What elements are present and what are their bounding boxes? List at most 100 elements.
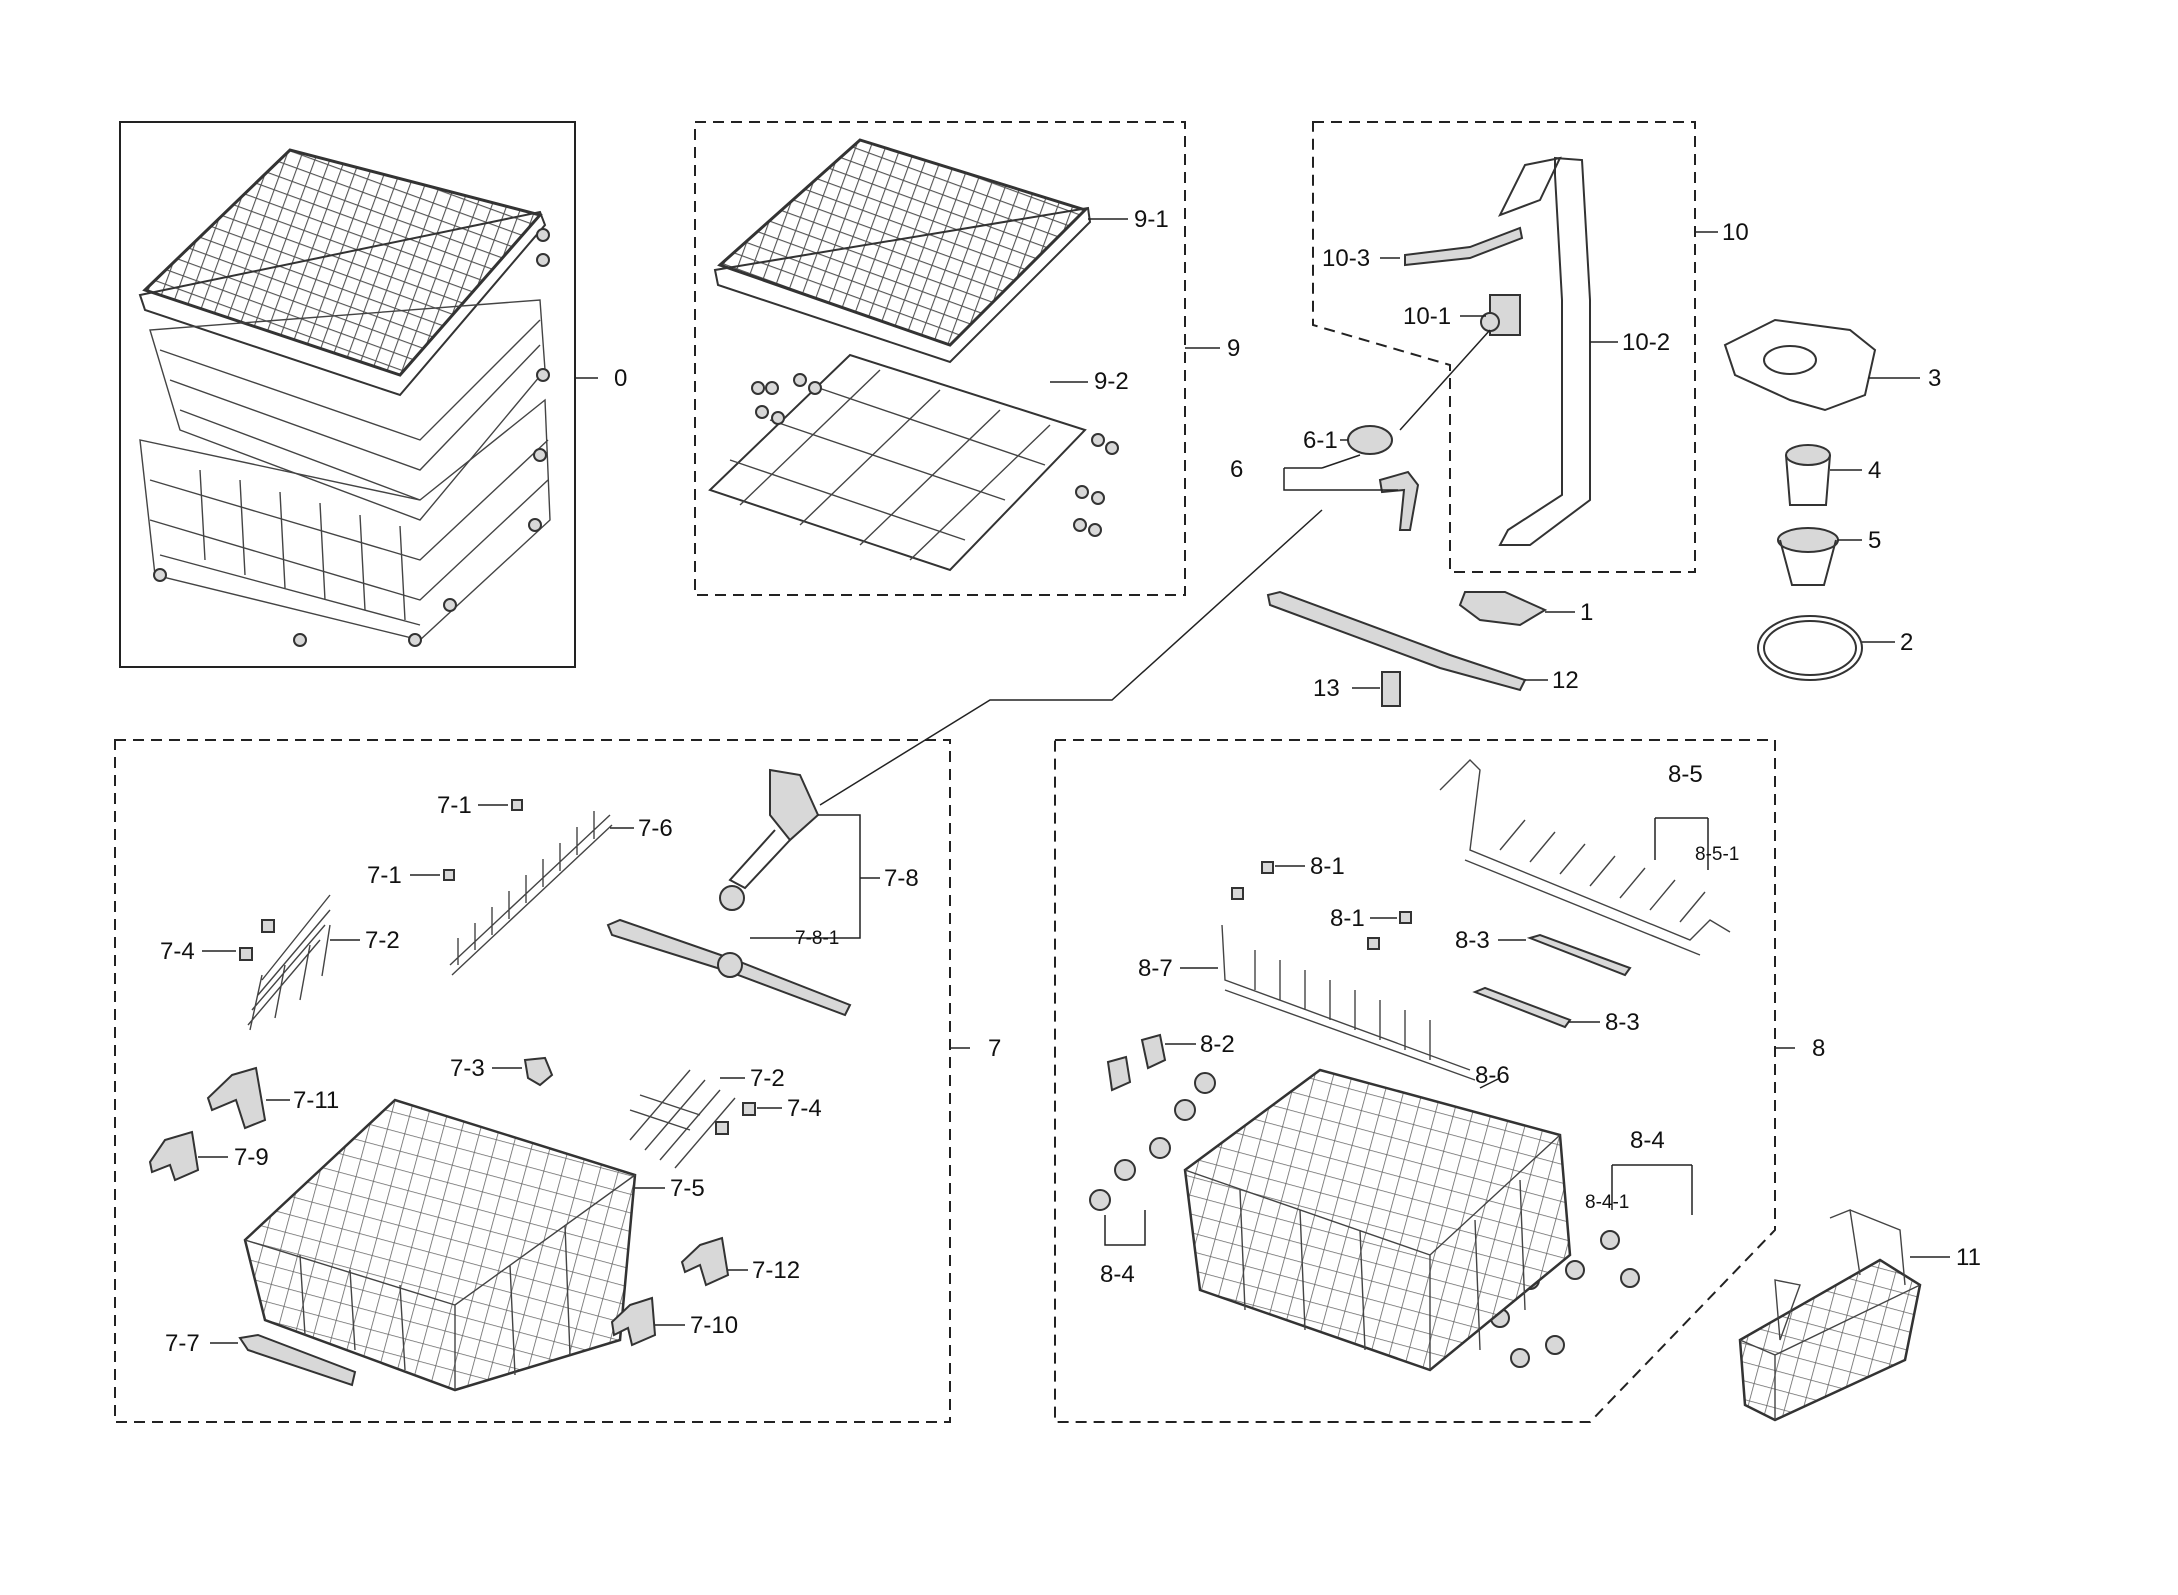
tray-9-1-wire [717,138,1088,347]
part-4-body [1785,454,1831,506]
callout-6: 6 [1230,456,1243,483]
callout-5: 5 [1868,527,1881,554]
group-8-lower-rack: 8-5 8-5-1 8-1 8-1 8-3 8-3 8-7 8-2 [1054,739,1825,1423]
callout-8-2: 8-2 [1200,1031,1235,1058]
callout-8-5-1: 8-5-1 [1695,844,1739,865]
leader-8-5 [1654,817,1709,870]
leader-10-1-to-6-1 [1399,329,1491,431]
callout-11: 11 [1956,1244,1981,1271]
part-5-body [1779,539,1837,586]
callout-7-4-b: 7-4 [787,1095,822,1122]
callout-8-3-a: 8-3 [1455,927,1490,954]
part-7-7-handle [238,1333,357,1387]
part-7-8-hub [719,885,745,911]
lower-rack-wires [149,439,549,626]
part-7-5-basket [243,1098,637,1392]
part-7-8-bracket [769,768,820,842]
part-3-hole [1763,345,1817,375]
group-8-frame [1054,739,1776,1423]
callout-10-3: 10-3 [1322,245,1370,272]
part-6-bracket [1378,470,1420,531]
group-filter-parts: 3 4 5 2 [1723,318,1941,681]
part-7-11 [206,1066,267,1130]
cutlery-basket-edges [1739,1284,1921,1420]
callout-4: 4 [1868,457,1881,484]
group-0-frame [119,121,576,668]
callout-7-8: 7-8 [884,865,919,892]
callout-8-4-b: 8-4 [1630,1127,1665,1154]
part-7-6-tines [449,811,613,976]
part-7-10 [610,1296,657,1347]
callout-8-6: 8-6 [1475,1062,1510,1089]
callout-12: 12 [1552,667,1579,694]
upper-rack-body [149,299,546,521]
leader-7-8 [860,877,880,879]
part-8-1-small-b [1367,937,1380,950]
callout-7-10: 7-10 [690,1312,738,1339]
callout-2: 2 [1900,629,1913,656]
group-9-top-tray: 9-1 9-2 9 [694,121,1240,596]
part-8-5-tines [1439,759,1731,956]
part-2-ring [1757,615,1863,681]
part-11-cutlery-basket: 11 [1738,1209,1981,1422]
callout-7-6: 7-6 [638,815,673,842]
part-7-1-b [443,869,455,881]
leader-8-4-b [1611,1164,1693,1215]
callout-0: 0 [614,365,627,392]
part-7-8-tube [728,829,791,890]
callout-6-1: 6-1 [1303,427,1338,454]
part-7-4-small-b [715,1121,729,1135]
group-7-frame [114,739,951,1423]
callout-7-11: 7-11 [293,1087,339,1114]
part-7-12 [680,1236,730,1287]
part-7-9 [148,1130,200,1182]
part-3-gasket [1723,318,1877,412]
part-8-1-b [1399,911,1412,924]
callout-8-3-b: 8-3 [1605,1009,1640,1036]
part-6-1 [1347,425,1393,455]
top-tray-wire [142,148,543,377]
pipe-10-2 [1498,156,1591,546]
part-7-8-center [717,952,743,978]
part-8-2-b [1106,1055,1132,1092]
part-7-2-left [247,894,331,1031]
part-8-7-tines [1221,924,1476,1081]
part-12-arm [1266,590,1527,692]
part-8-1-a [1261,861,1274,874]
callout-7-3: 7-3 [450,1055,485,1082]
callout-9-2: 9-2 [1094,368,1129,395]
lower-rack-tines [199,469,406,621]
callout-7-7: 7-7 [165,1330,200,1357]
part-8-6-frame [1184,1134,1561,1370]
callout-8-7: 8-7 [1138,955,1173,982]
top-tray-rim [138,210,547,397]
leader-8-6 [1479,1077,1501,1089]
group-10-supply-pipe: 10-3 10-1 10-2 10 [1312,121,1749,573]
group-10-frame [1312,121,1696,573]
callout-8-1-a: 8-1 [1310,853,1345,880]
part-7-4-a [239,947,253,961]
leader-7-8-bracket [750,814,861,939]
group-6: 6-1 6 [819,425,1420,806]
part-10-1 [1489,294,1521,336]
pipe-10-2-top [1497,156,1562,217]
callout-8-4-1: 8-4-1 [1585,1192,1629,1213]
callout-7-9: 7-9 [234,1144,269,1171]
part-7-2-right [629,1069,736,1169]
callout-10-1: 10-1 [1403,303,1451,330]
group-7-upper-rack: 7-1 7-1 7-6 7-4 7-2 7-8 7-8-1 7-3 7-2 [114,739,1001,1423]
callout-10: 10 [1722,219,1749,246]
part-1 [1458,591,1548,627]
part-7-1-a [511,799,523,811]
callout-7-12: 7-12 [752,1257,800,1284]
callout-7-5: 7-5 [670,1175,705,1202]
callout-8-5: 8-5 [1668,761,1703,788]
part-7-3 [523,1056,554,1087]
part-8-3-b [1472,986,1572,1029]
callout-8: 8 [1812,1035,1825,1062]
callout-7-1-a: 7-1 [437,792,472,819]
tray-9-1-rim [713,206,1092,364]
callout-9-1: 9-1 [1134,206,1169,233]
callout-8-1-b: 8-1 [1330,905,1365,932]
